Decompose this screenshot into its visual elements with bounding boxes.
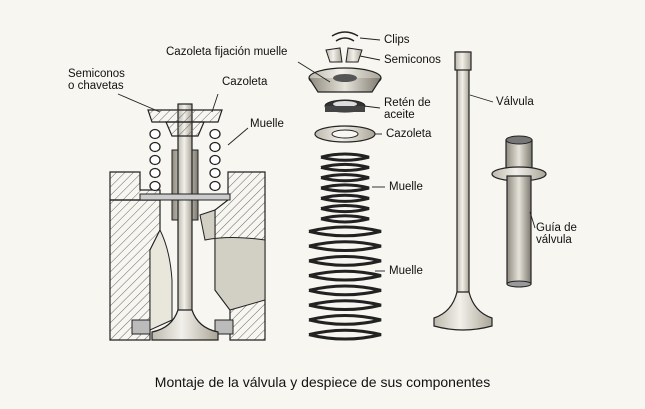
valve-part: [433, 51, 493, 331]
spring-coil-section: [209, 167, 221, 179]
label-semiconos-chavetas: Semiconos o chavetas: [68, 68, 125, 92]
valve-guide-part: [491, 135, 547, 288]
spring-turn: [308, 225, 382, 238]
label-cazoleta-mid: Cazoleta: [386, 128, 432, 140]
spring-coil-section: [149, 128, 161, 140]
label-muelle-upper: Muelle: [389, 181, 423, 193]
spring-turn: [308, 299, 382, 311]
spring-turn: [308, 284, 382, 297]
spring-turn: [320, 162, 370, 173]
label-cazoleta-fijacion-muelle: Cazoleta fijación muelle: [166, 46, 288, 58]
spring-coil-section: [209, 141, 221, 153]
spring-lower: [308, 225, 382, 341]
spring-turn: [308, 255, 382, 267]
spring-turn: [320, 183, 370, 193]
label-valvula: Válvula: [496, 96, 534, 108]
spring-turn: [308, 314, 382, 326]
assembled-section: [109, 103, 266, 341]
spring-turn: [308, 269, 382, 282]
spring-coil-section: [149, 141, 161, 153]
spring-coil-section: [209, 180, 221, 192]
spring-turn: [308, 240, 382, 252]
spring-turn: [320, 203, 370, 214]
spring-coils-right: [209, 128, 221, 192]
spring-coil-section: [149, 180, 161, 192]
spring-upper: [320, 152, 370, 224]
spring-coil-section: [149, 154, 161, 166]
spring-turn: [320, 214, 370, 224]
spring-turn: [320, 152, 370, 162]
label-clips: Clips: [384, 34, 410, 46]
exploded-parts: [308, 31, 382, 341]
spring-coil-section: [209, 154, 221, 166]
label-muelle-lower: Muelle: [389, 265, 423, 277]
spring-turn: [320, 193, 370, 203]
spring-coil-section: [209, 128, 221, 140]
label-reten-aceite: Retén de aceite: [384, 97, 431, 121]
leader-lines: [117, 37, 536, 272]
spring-turn: [320, 173, 370, 183]
spring-coils-left: [149, 128, 161, 192]
spring-coil-section: [149, 167, 161, 179]
label-muelle-left: Muelle: [250, 118, 284, 130]
label-cazoleta-left: Cazoleta: [222, 76, 268, 88]
label-guia-valvula: Guía de válvula: [536, 222, 577, 246]
spring-turn: [308, 328, 382, 341]
label-semiconos: Semiconos: [384, 54, 441, 66]
figure-caption: Montaje de la válvula y despiece de sus …: [154, 374, 491, 390]
